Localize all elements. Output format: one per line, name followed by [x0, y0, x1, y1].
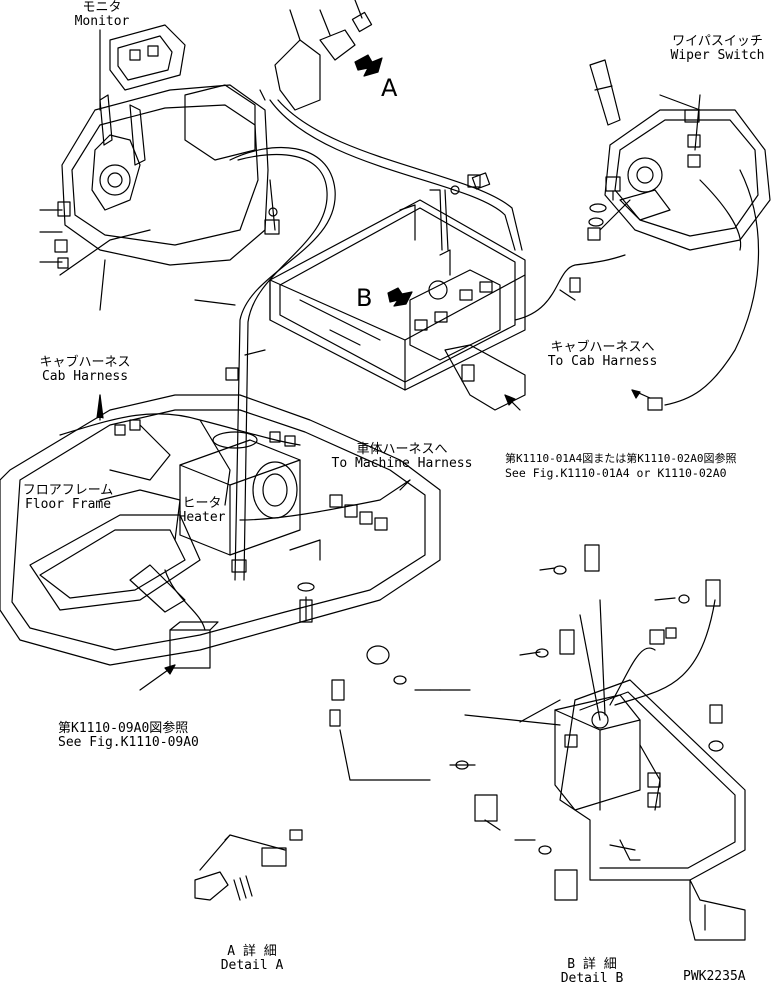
cab-harness-label-jp: キャブハーネス [39, 355, 131, 370]
leader-lines [96, 29, 701, 691]
monitor-label-jp: モニタ [82, 0, 122, 15]
wiper-switch-label-jp: ワイパスイッチ [672, 34, 763, 49]
ref-k1110-01a4-label-en: See Fig.K1110-01A4 or K1110-02A0 [505, 466, 727, 480]
detail-b-label-jp: B 詳 細 [567, 957, 617, 972]
to-machine-harness-label-jp: 車体ハーネスへ [356, 442, 448, 457]
view-a-arrow [354, 54, 383, 77]
top-bracket-drawing [274, 0, 373, 111]
detail-b-drawing [329, 544, 746, 941]
wiper-switch-console-drawing [589, 59, 771, 411]
view-b-arrow [387, 287, 413, 307]
detail-a-label-en: Detail A [220, 958, 284, 973]
detail-a-label-jp: A 詳 細 [227, 944, 277, 959]
to-cab-harness-label: キャブハーネスへ To Cab Harness [540, 341, 665, 369]
cab-harness-label-en: Cab Harness [41, 369, 129, 384]
detail-a-drawing [194, 829, 303, 901]
monitor-label: モニタ Monitor [62, 1, 142, 29]
cab-harness-routing [229, 99, 626, 581]
heater-label: ヒータ Heater [172, 497, 232, 525]
ref-k1110-09a0-label-en: See Fig.K1110-09A0 [58, 735, 199, 750]
harness-bracket [264, 172, 491, 251]
monitor-label-en: Monitor [74, 14, 130, 29]
floor-frame-drawing [0, 394, 441, 669]
ref-k1110-09a0-label-jp: 第K1110-09A0図参照 [58, 721, 189, 736]
monitor-console-drawing [39, 24, 269, 311]
floor-frame-label-jp: フロアフレーム [22, 483, 114, 498]
detail-a-label: A 詳 細 Detail A [212, 945, 292, 973]
wiper-switch-label: ワイパスイッチ Wiper Switch [660, 35, 775, 63]
to-machine-harness-label: 車体ハーネスへ To Machine Harness [322, 443, 482, 471]
floor-harness-routing [59, 367, 411, 623]
to-cab-harness-label-en: To Cab Harness [547, 354, 658, 369]
to-machine-harness-label-en: To Machine Harness [331, 456, 473, 471]
controller-box-drawing [269, 199, 526, 411]
detail-b-label: B 詳 細 Detail B [552, 958, 632, 986]
heater-label-en: Heater [178, 510, 226, 525]
detail-b-label-en: Detail B [560, 971, 624, 986]
view-a-marker: A [381, 74, 398, 102]
part-code: PWK2235A [683, 969, 746, 984]
view-b-marker: B [356, 284, 373, 312]
ref-k1110-01a4-label: 第K1110-01A4図または第K1110-02A0図参照 See Fig.K1… [505, 452, 736, 480]
floor-frame-label: フロアフレーム Floor Frame [18, 484, 118, 512]
heater-label-jp: ヒータ [182, 496, 222, 511]
floor-frame-label-en: Floor Frame [24, 497, 112, 512]
wiper-switch-label-en: Wiper Switch [670, 48, 765, 63]
ref-k1110-01a4-label-jp: 第K1110-01A4図または第K1110-02A0図参照 [505, 452, 737, 465]
to-cab-harness-label-jp: キャブハーネスへ [550, 340, 655, 355]
cab-harness-label: キャブハーネス Cab Harness [35, 356, 135, 384]
heater-drawing [179, 431, 301, 556]
ref-k1110-09a0-label: 第K1110-09A0図参照 See Fig.K1110-09A0 [58, 722, 199, 750]
right-fasteners [467, 174, 631, 241]
